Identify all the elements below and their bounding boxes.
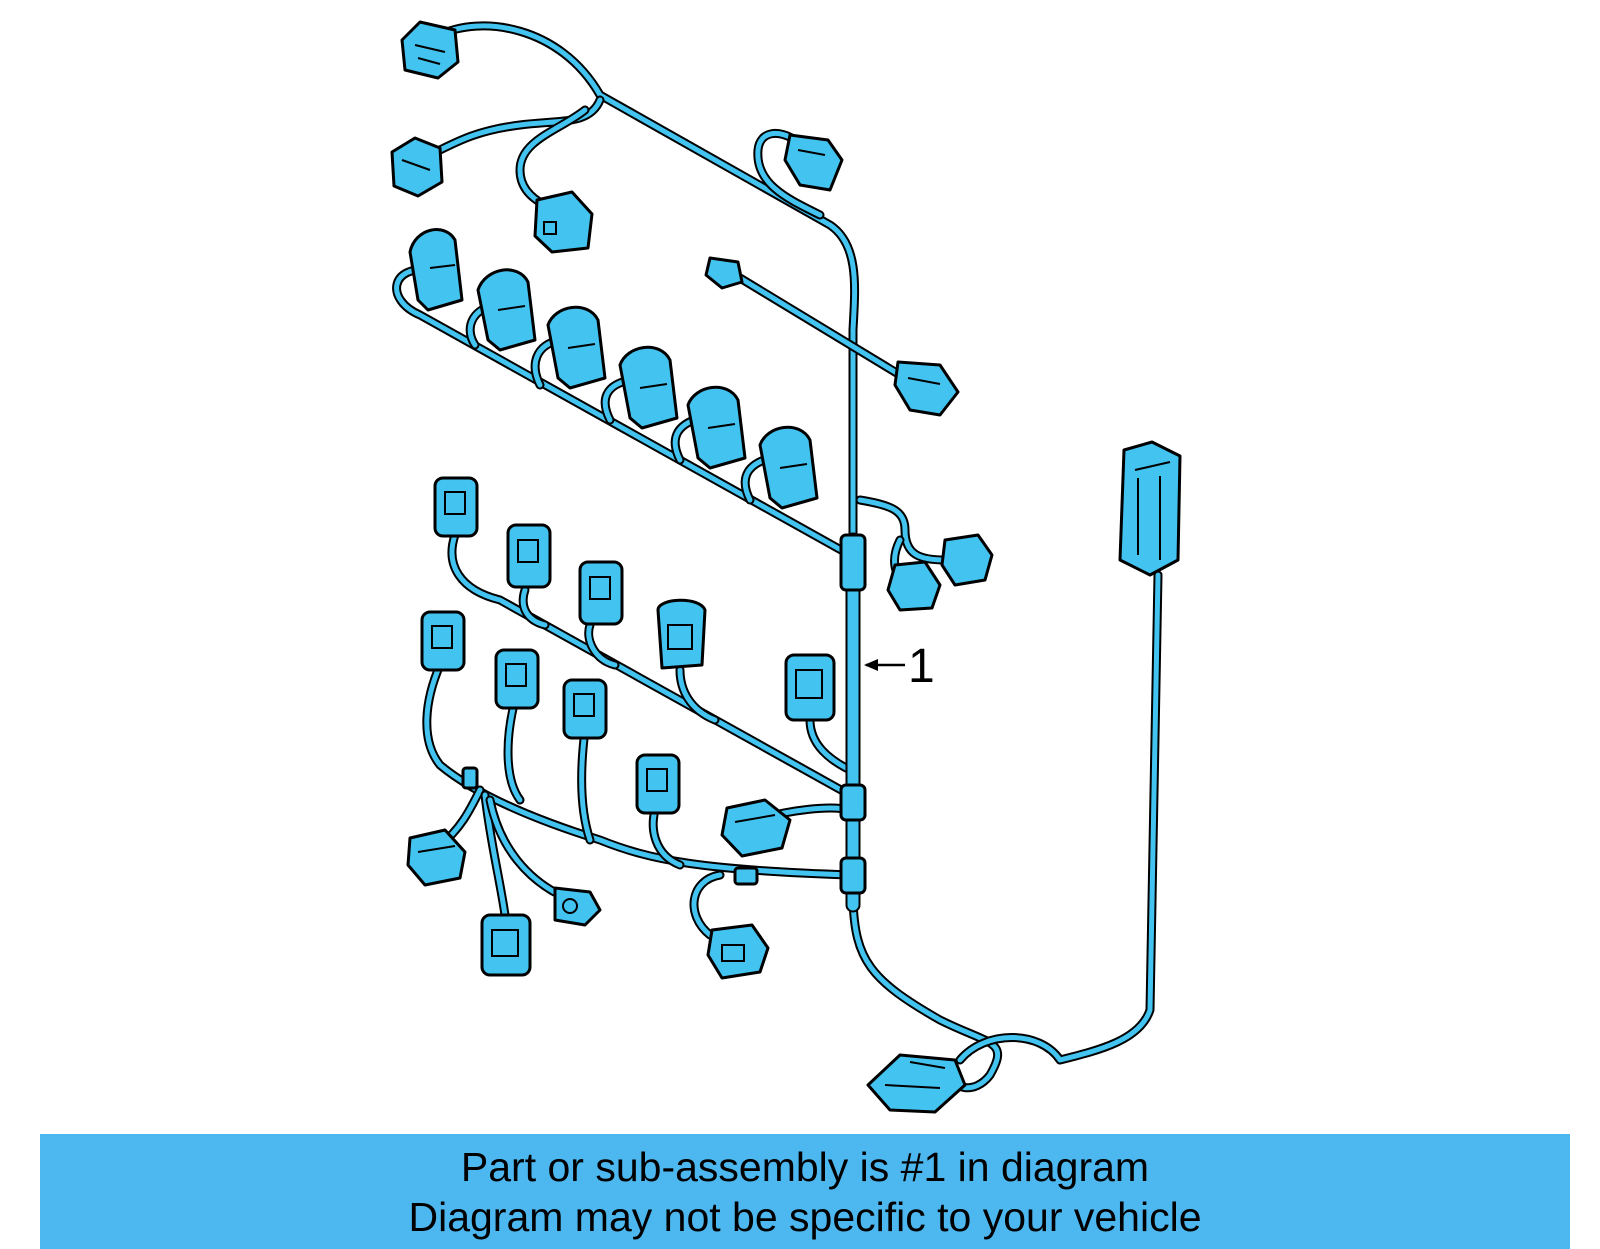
connector-low-5 bbox=[720, 798, 792, 858]
connector-right-pair-a bbox=[940, 533, 994, 587]
connector-mid-3 bbox=[578, 560, 624, 626]
branch-sleeve bbox=[461, 766, 479, 790]
callout-1: 1 bbox=[864, 640, 935, 693]
connector-low-2 bbox=[494, 648, 540, 710]
coil-connector-4 bbox=[618, 345, 679, 430]
connector-right-pair-b bbox=[886, 560, 942, 612]
coil-connector-3 bbox=[546, 305, 607, 390]
connector-low-small bbox=[553, 886, 602, 927]
connector-tall-right bbox=[1118, 440, 1182, 577]
trunk-sleeve-lower bbox=[839, 856, 867, 895]
connector-mid-4 bbox=[656, 598, 707, 670]
trunk-sleeve-upper bbox=[839, 533, 867, 592]
coil-connector-2 bbox=[476, 268, 537, 352]
connector-low-3 bbox=[562, 678, 608, 740]
connector-mid-1 bbox=[433, 476, 479, 538]
connector-low-right bbox=[706, 923, 770, 980]
connector-low-bottom bbox=[480, 913, 532, 977]
connector-low-1 bbox=[420, 610, 466, 672]
connector-right-lead bbox=[893, 360, 960, 417]
info-banner: Part or sub-assembly is #1 in diagram Di… bbox=[40, 1134, 1570, 1249]
connector-top-left bbox=[400, 20, 460, 80]
coil-connector-5 bbox=[686, 385, 747, 470]
inline-sleeve bbox=[733, 866, 759, 886]
connector-low-left bbox=[406, 828, 467, 887]
connector-flat-bottom bbox=[866, 1053, 967, 1114]
connector-upper-left bbox=[390, 136, 444, 198]
connectors bbox=[390, 20, 1182, 1114]
coil-connector-6 bbox=[758, 425, 819, 510]
connector-upper-right bbox=[783, 133, 844, 192]
connector-mid-2 bbox=[506, 523, 552, 589]
connector-mid-5 bbox=[784, 653, 836, 722]
banner-line-part: Part or sub-assembly is #1 in diagram bbox=[460, 1143, 1150, 1190]
callout-arrowhead bbox=[864, 659, 878, 671]
wiring-harness-diagram: 1 bbox=[390, 20, 1182, 1114]
coil-connector-1 bbox=[408, 228, 464, 312]
callout-number: 1 bbox=[908, 640, 935, 693]
trunk-sleeve-middle bbox=[839, 783, 867, 822]
connector-small-lead bbox=[704, 256, 744, 290]
banner-line-disclaimer: Diagram may not be specific to your vehi… bbox=[408, 1193, 1202, 1240]
main-trunk bbox=[461, 532, 867, 913]
connector-upper-mid bbox=[533, 190, 594, 254]
connector-low-4 bbox=[635, 753, 681, 815]
